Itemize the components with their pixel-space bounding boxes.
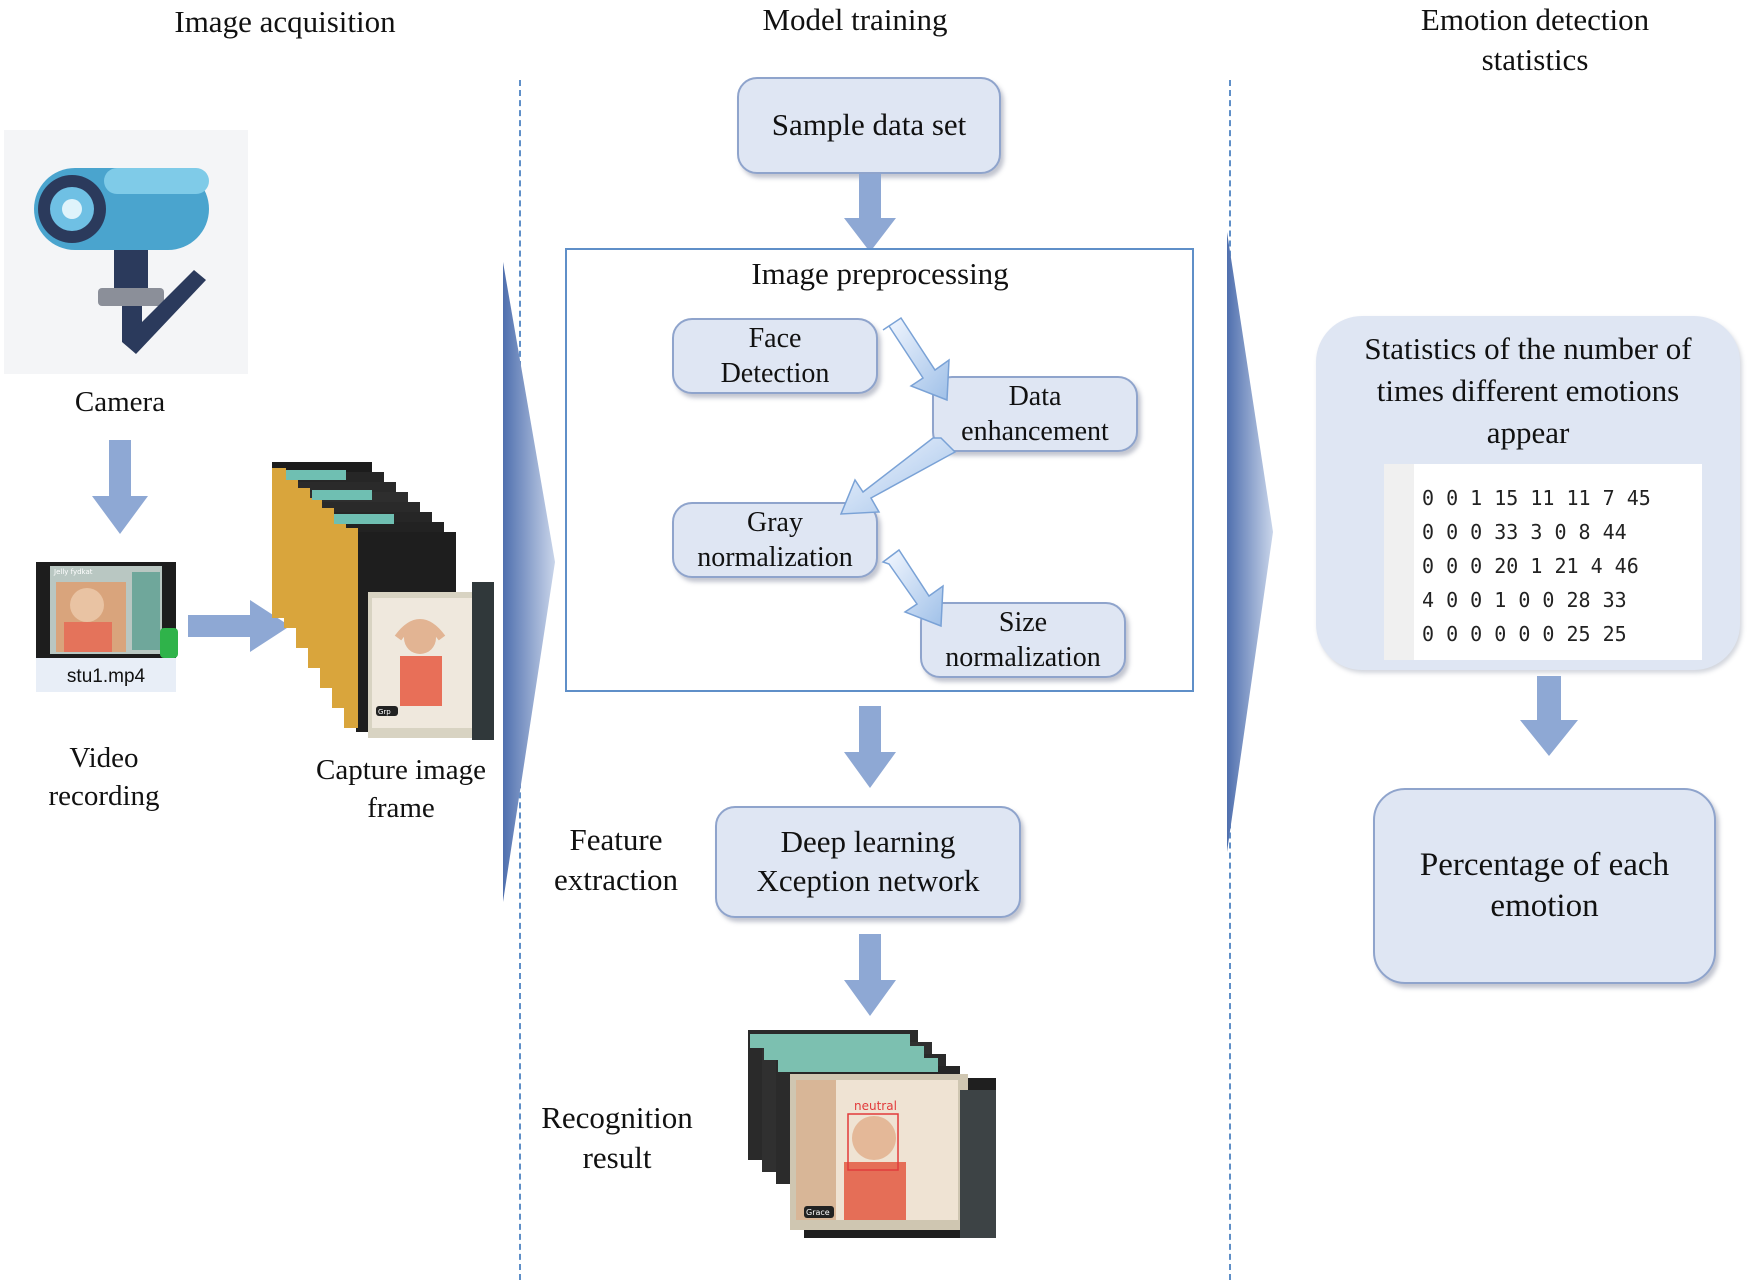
face-detection-label-line2: Detection [720, 358, 830, 389]
arrow-camera-to-video [92, 440, 148, 534]
emotion-count-row: 0 0 0 33 3 0 8 44 [1422, 520, 1627, 544]
data-enhancement-box: Data enhancement [932, 376, 1138, 452]
sample-data-set-label: Sample data set [771, 107, 967, 143]
gray-normalization-box: Gray normalization [672, 502, 878, 578]
arrow-network-to-result [844, 934, 896, 1016]
percentage-emotion-label-line1: Percentage of each [1419, 846, 1670, 883]
data-enhancement-label-line1: Data [1008, 381, 1062, 412]
preprocessing-title: Image preprocessing [751, 256, 1009, 291]
arrow-count-to-percentage [1520, 676, 1578, 756]
size-normalization-label-line2: normalization [945, 642, 1101, 673]
emotion-count-output: 0 0 1 15 11 11 7 45 0 0 0 33 3 0 8 44 0 … [1384, 464, 1702, 660]
recognition-result-label-line2: result [582, 1140, 652, 1176]
sample-data-set-box: Sample data set [737, 77, 1001, 174]
face-detection-label-line1: Face [748, 323, 802, 354]
transition-chevron-right [1227, 232, 1273, 852]
size-normalization-box: Size normalization [920, 602, 1126, 678]
camera-image [4, 130, 248, 374]
emotion-count-row: 4 0 0 1 0 0 28 33 [1422, 588, 1627, 612]
video-overlay-text: Jelly fydkat [54, 568, 93, 576]
section-title-acquisition: Image acquisition [174, 4, 396, 39]
recognition-name-tag: Grace [806, 1208, 830, 1217]
captured-frames-graphic: Grp [272, 462, 494, 740]
video-recording-label-line2: recording [48, 779, 160, 812]
emotion-count-row: 0 0 0 0 0 0 25 25 [1422, 622, 1627, 646]
gray-normalization-label-line2: normalization [697, 542, 853, 573]
video-filmstrip: Jelly fydkat [36, 562, 176, 658]
transition-chevron-left [503, 262, 555, 902]
feature-extraction-label-line1: Feature [569, 822, 663, 857]
output-gutter [1384, 464, 1414, 660]
xception-network-label-line2: Xception network [756, 863, 980, 898]
emotion-count-title-line2: times different emotions [1376, 372, 1680, 408]
recognition-detect-tag: neutral [854, 1099, 897, 1113]
arrow-enhancement-to-gray [839, 437, 957, 515]
xception-network-box: Deep learning Xception network [715, 806, 1021, 918]
emotion-count-row: 0 0 1 15 11 11 7 45 [1422, 486, 1651, 510]
camera-icon [34, 168, 209, 354]
emotion-count-title: Statistics of the number of times differ… [1316, 328, 1740, 454]
camera-label: Camera [74, 386, 166, 418]
capture-frame-label-line1: Capture image [316, 754, 486, 786]
preprocessing-arrows [839, 316, 957, 628]
emotion-count-row: 0 0 0 20 1 21 4 46 [1422, 554, 1639, 578]
xception-network-label-line1: Deep learning [780, 824, 956, 860]
capture-frame-label: Capture image frame [296, 752, 506, 827]
emotion-count-title-line1: Statistics of the number of [1364, 331, 1692, 366]
data-enhancement-label-line2: enhancement [961, 416, 1109, 447]
feature-extraction-label: Feature extraction [536, 820, 696, 901]
section-title-statistics: Emotion detection statistics [1370, 0, 1700, 81]
section-title-training: Model training [762, 2, 948, 37]
capture-frame-label-line2: frame [367, 791, 435, 824]
arrow-sample-to-preprocessing [844, 174, 896, 252]
emotion-count-panel: Statistics of the number of times differ… [1316, 316, 1740, 670]
section-title-statistics-line1: Emotion detection [1420, 2, 1650, 37]
arrow-preprocessing-to-network [844, 706, 896, 788]
percentage-emotion-label-line2: emotion [1490, 888, 1599, 924]
arrow-gray-to-size [881, 548, 944, 628]
arrow-video-to-frames [188, 600, 290, 652]
face-detection-box: Face Detection [672, 318, 878, 394]
recognition-result-graphic: neutral Grace [748, 1030, 996, 1238]
arrow-face-to-enhancement [882, 316, 950, 402]
video-filename: stu1.mp4 [66, 666, 146, 687]
video-recording-label: Video recording [24, 740, 184, 815]
recognition-result-label-line1: Recognition [541, 1100, 693, 1135]
gray-normalization-label-line1: Gray [747, 507, 803, 538]
recognition-result-frames: neutral Grace [748, 1030, 998, 1240]
recognition-result-label: Recognition result [522, 1098, 712, 1179]
percentage-emotion-box: Percentage of each emotion [1373, 788, 1716, 984]
captured-frames-stack: Grp [272, 462, 494, 740]
play-badge-icon [160, 628, 178, 658]
video-recording-label-line1: Video [69, 742, 139, 774]
captured-frame-tag: Grp [378, 708, 391, 716]
section-title-statistics-line2: statistics [1481, 42, 1589, 78]
feature-extraction-label-line2: extraction [554, 862, 678, 898]
video-thumbnail: Jelly fydkat stu1.mp4 [36, 562, 178, 692]
size-normalization-label-line1: Size [998, 607, 1048, 638]
emotion-count-title-line3: appear [1486, 414, 1570, 450]
